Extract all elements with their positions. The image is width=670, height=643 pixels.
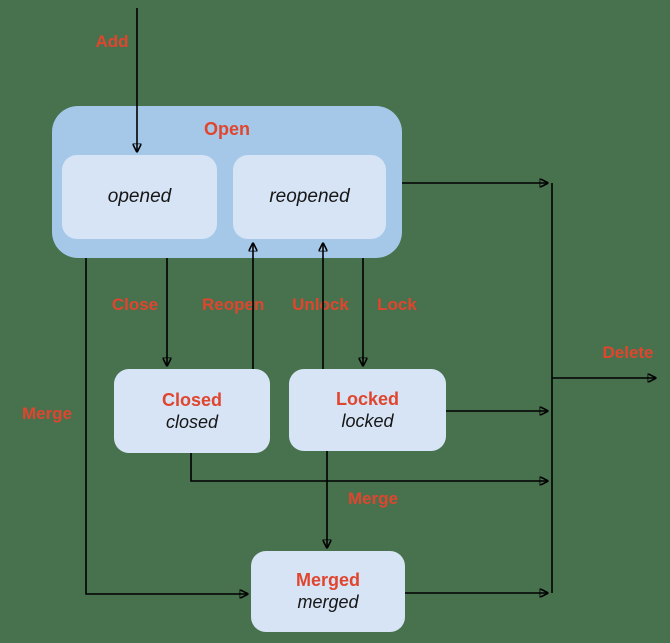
- state-merged-name: merged: [297, 592, 359, 612]
- state-reopened-label: reopened: [269, 186, 350, 207]
- edge-label-add: Add: [95, 32, 129, 51]
- edge-label-delete: Delete: [602, 343, 654, 362]
- state-opened-label: opened: [107, 186, 172, 207]
- state-locked-title: Locked: [335, 388, 400, 409]
- edge-label-merge-from-locked: Merge: [347, 489, 399, 508]
- state-opened: opened: [62, 155, 217, 239]
- state-reopened: reopened: [233, 155, 386, 239]
- state-locked: Locked locked: [289, 369, 446, 451]
- edge-label-unlock: Unlock: [292, 295, 349, 314]
- state-locked-name: locked: [341, 410, 394, 431]
- edge-label-lock: Lock: [377, 295, 417, 314]
- state-merged-title: Merged: [295, 570, 360, 590]
- edge-label-close: Close: [111, 295, 159, 314]
- edge-label-reopen: Reopen: [202, 295, 265, 314]
- edge-label-merge-from-open: Merge: [21, 404, 73, 423]
- state-merged: Merged merged: [251, 551, 405, 632]
- edge-closed-to-delete-arrow: [190, 453, 548, 481]
- state-closed-name: closed: [165, 411, 219, 432]
- open-group-title: Open: [203, 119, 250, 139]
- state-closed-title: Closed: [161, 389, 222, 410]
- state-closed: Closed closed: [114, 369, 270, 453]
